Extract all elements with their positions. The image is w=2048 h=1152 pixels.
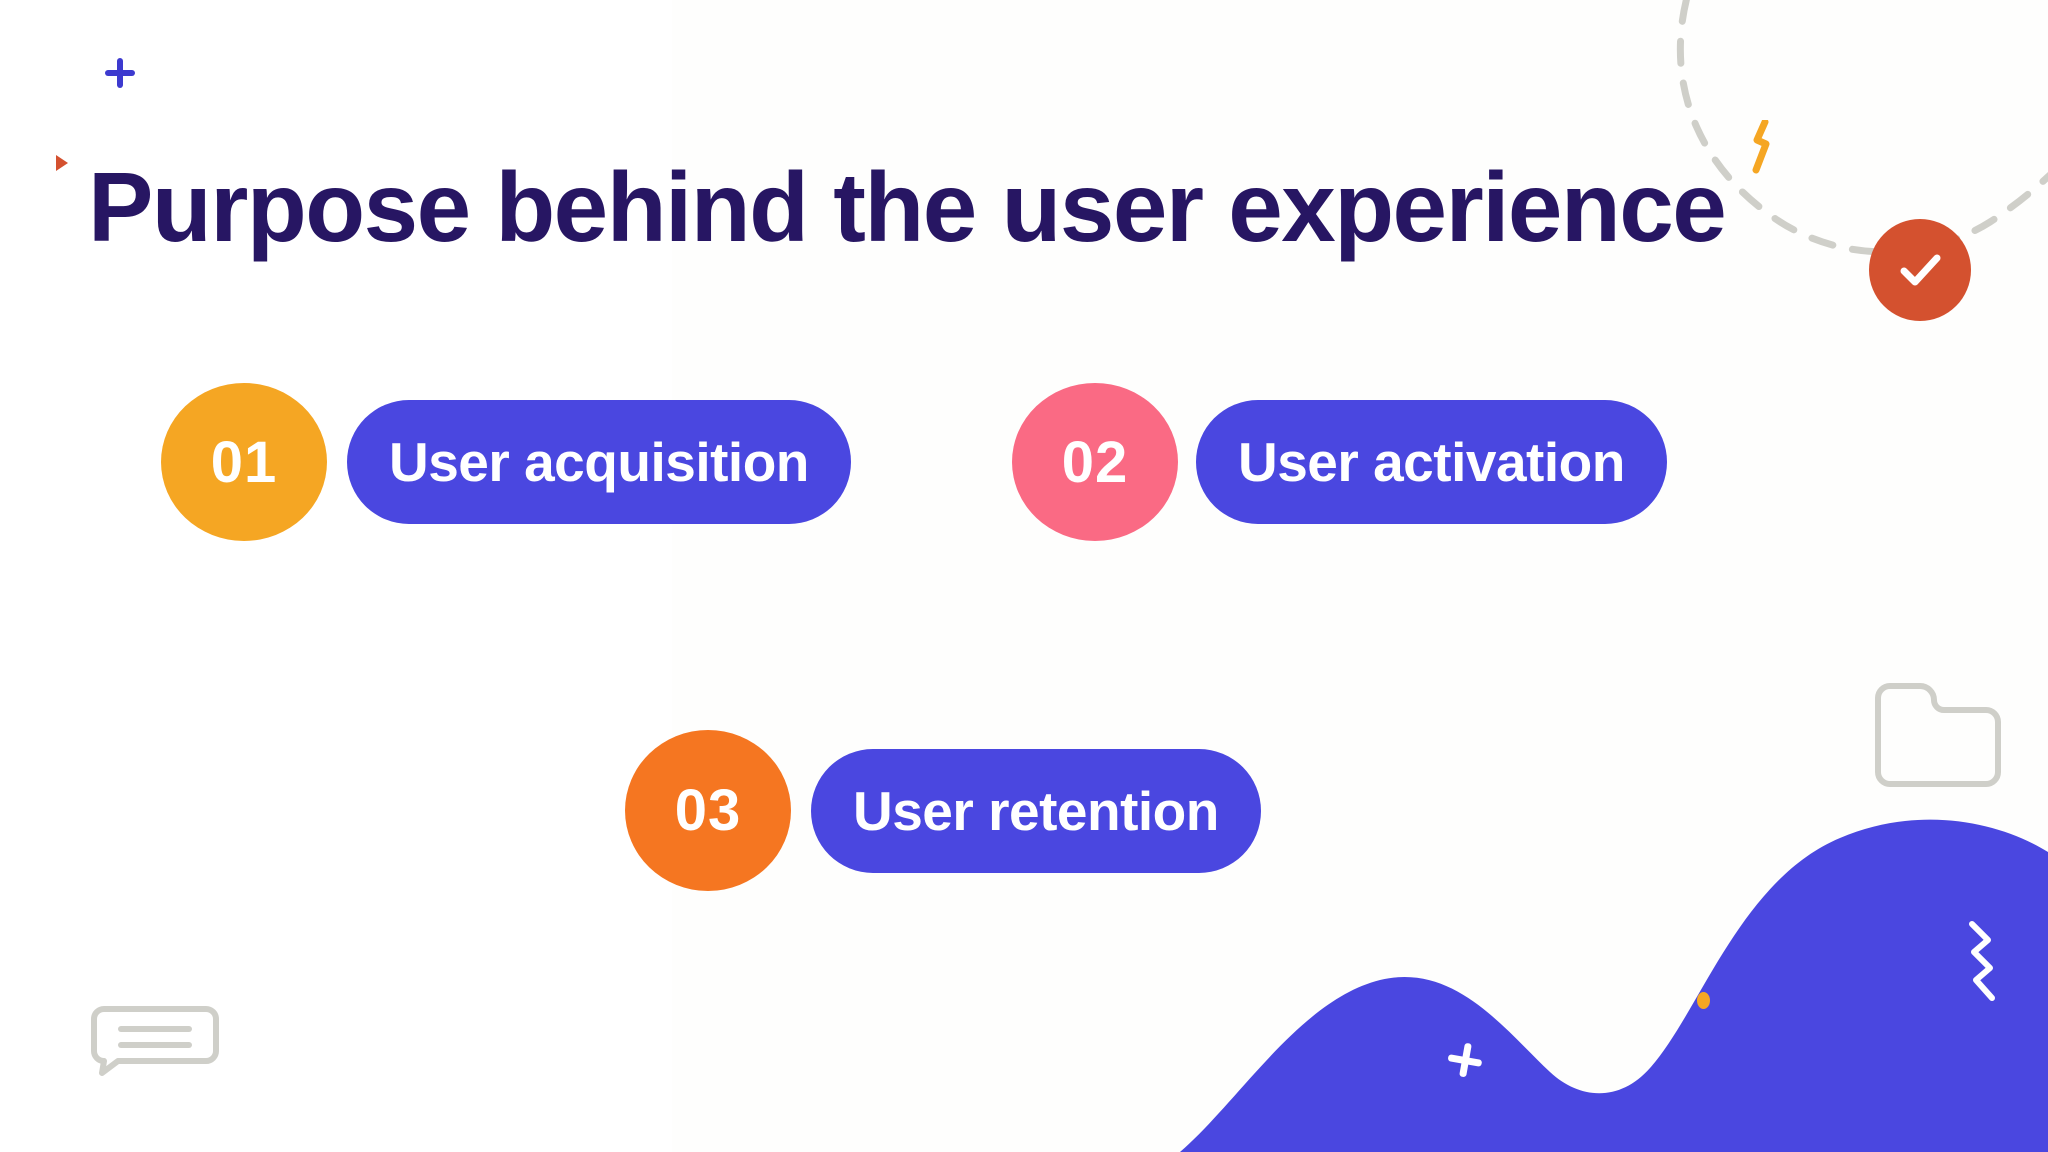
- step-number-label: 02: [1061, 429, 1129, 495]
- step-number-badge-2: 02: [1012, 383, 1178, 541]
- step-number-label: 03: [674, 778, 742, 843]
- step-pill-label: User retention: [853, 779, 1219, 842]
- step-number-badge-3: 03: [625, 730, 791, 891]
- step-number-label: 01: [210, 429, 278, 495]
- step-pill-label: User activation: [1238, 431, 1625, 493]
- step-pill-label: User acquisition: [389, 431, 809, 493]
- step-pill-3[interactable]: User retention: [811, 748, 1261, 873]
- list-item-step-1[interactable]: 01 User acquisition: [161, 383, 851, 541]
- step-pill-2[interactable]: User activation: [1196, 400, 1667, 524]
- step-pill-1[interactable]: User acquisition: [347, 400, 851, 524]
- list-item-step-2[interactable]: 02 User activation: [1012, 383, 1667, 541]
- list-item-step-3[interactable]: 03 User retention: [625, 730, 1261, 891]
- page-title: Purpose behind the user experience: [88, 151, 1727, 262]
- step-number-badge-1: 01: [161, 383, 327, 541]
